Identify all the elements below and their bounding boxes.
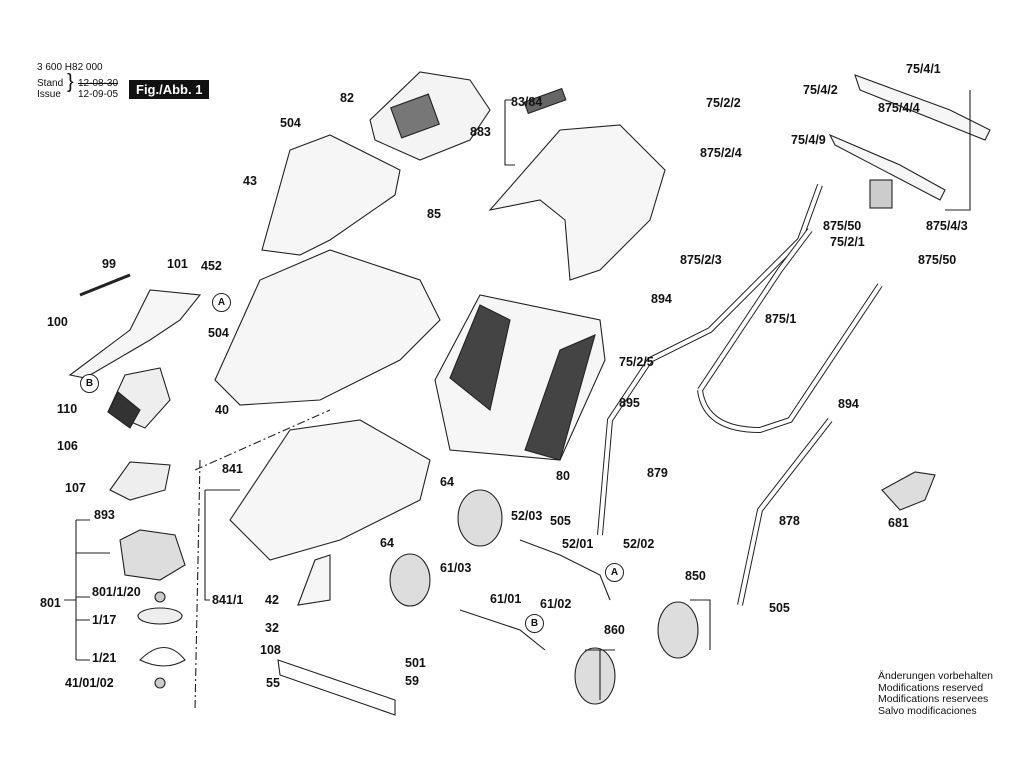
part-label: 41/01/02: [65, 676, 114, 690]
part-label: 40: [215, 403, 229, 417]
part-label: 1/21: [92, 651, 117, 665]
part-label: 61/02: [540, 597, 572, 611]
part-label: 878: [779, 514, 800, 528]
marker-a: A: [212, 293, 231, 312]
part-label: 452: [201, 259, 222, 273]
part-label: 894: [651, 292, 672, 306]
wheel-860: [574, 647, 616, 705]
part-label: 107: [65, 481, 86, 495]
part-label: 875/50: [918, 253, 957, 267]
part-label: 875/50: [823, 219, 862, 233]
part-label: 875/2/4: [700, 146, 742, 160]
part-label: 893: [94, 508, 115, 522]
part-label: 61/03: [440, 561, 472, 575]
part-label: 52/02: [623, 537, 655, 551]
part-label: 875/2/3: [680, 253, 722, 267]
part-label: 505: [769, 601, 790, 615]
marker-b: B: [80, 374, 99, 393]
part-label: 875/4/4: [878, 101, 920, 115]
wheel-850: [657, 601, 699, 659]
wheel-mid: [389, 553, 431, 607]
note-line: Modifications reserved: [878, 681, 984, 694]
part-label: 681: [888, 516, 909, 530]
note-line: Modifications reservees: [878, 693, 989, 705]
part-101-lever: [68, 289, 202, 379]
part-label: 99: [102, 257, 116, 271]
part-label: 64: [440, 475, 454, 489]
part-number: 3 600 H82 000: [37, 62, 103, 73]
part-label: 64: [380, 536, 394, 550]
part-83-handle: [523, 87, 567, 115]
part-label: 894: [838, 397, 859, 411]
part-label: 850: [685, 569, 706, 583]
part-label: 75/2/5: [619, 355, 654, 369]
part-label: 101: [167, 257, 188, 271]
part-107: [109, 461, 171, 501]
part-label: 59: [405, 674, 419, 688]
part-681-clip: [881, 471, 936, 511]
part-42-flap: [297, 554, 331, 606]
part-label: 1/17: [92, 613, 117, 627]
part-label: 75/4/2: [803, 83, 838, 97]
marker-b-2: B: [525, 614, 544, 633]
stand-label: Stand: [37, 78, 64, 89]
part-label: 100: [47, 315, 68, 329]
part-label: 75/2/1: [830, 235, 865, 249]
part-label: 841/1: [212, 593, 244, 607]
handle-878: [737, 418, 833, 606]
issue-label: Issue: [37, 89, 61, 100]
part-label: 75/2/2: [706, 96, 741, 110]
part-label: 108: [260, 643, 281, 657]
part-label: 504: [208, 326, 229, 340]
part-label: 504: [280, 116, 301, 130]
part-label: 75/4/1: [906, 62, 941, 76]
marker-a-2: A: [605, 563, 624, 582]
part-label: 505: [550, 514, 571, 528]
part-label: 52/03: [511, 509, 543, 523]
wheel-front-left: [457, 489, 503, 547]
note-line: Salvo modificaciones: [878, 704, 977, 717]
brace-glyph: }: [67, 71, 74, 93]
part-801-motor: [119, 529, 186, 581]
issue-date: 12-09-05: [78, 89, 119, 100]
part-label: 80: [556, 469, 570, 483]
part-label: 501: [405, 656, 426, 670]
part-label: 841: [222, 462, 243, 476]
note-line: Änderungen vorbehalten: [878, 670, 994, 682]
part-label: 875/4/3: [926, 219, 968, 233]
part-40-chassis: [214, 249, 441, 406]
part-label: 110: [57, 402, 78, 416]
part-label: 52/01: [562, 537, 594, 551]
part-label: 61/01: [490, 592, 522, 606]
part-label: 895: [619, 396, 640, 410]
stand-date: 12-08-30: [78, 78, 119, 89]
part-label: 55: [266, 676, 280, 690]
part-82-grille: [390, 93, 440, 139]
part-label: 75/4/9: [791, 133, 826, 147]
part-label: 879: [647, 466, 668, 480]
part-883-cover: [488, 124, 666, 281]
part-label: 875/1: [765, 312, 797, 326]
part-label: 85: [427, 207, 441, 221]
part-label: 883: [470, 125, 491, 139]
part-label: 106: [57, 439, 78, 453]
figure-label: Fig./Abb. 1: [129, 80, 210, 99]
part-top-bar: [828, 133, 946, 201]
part-label: 83/84: [511, 95, 543, 109]
part-label: 42: [265, 593, 279, 607]
part-label: 43: [243, 174, 257, 188]
part-43-housing: [261, 134, 401, 256]
part-label: 860: [604, 623, 625, 637]
part-deck: [229, 419, 431, 561]
part-55-blade: [277, 659, 396, 716]
part-label: 801: [40, 596, 61, 610]
part-label: 82: [340, 91, 354, 105]
modifications-note: Änderungen vorbehalten Modifications res…: [878, 670, 994, 717]
part-label: 32: [265, 621, 279, 635]
part-label: 801/1/20: [92, 585, 141, 599]
